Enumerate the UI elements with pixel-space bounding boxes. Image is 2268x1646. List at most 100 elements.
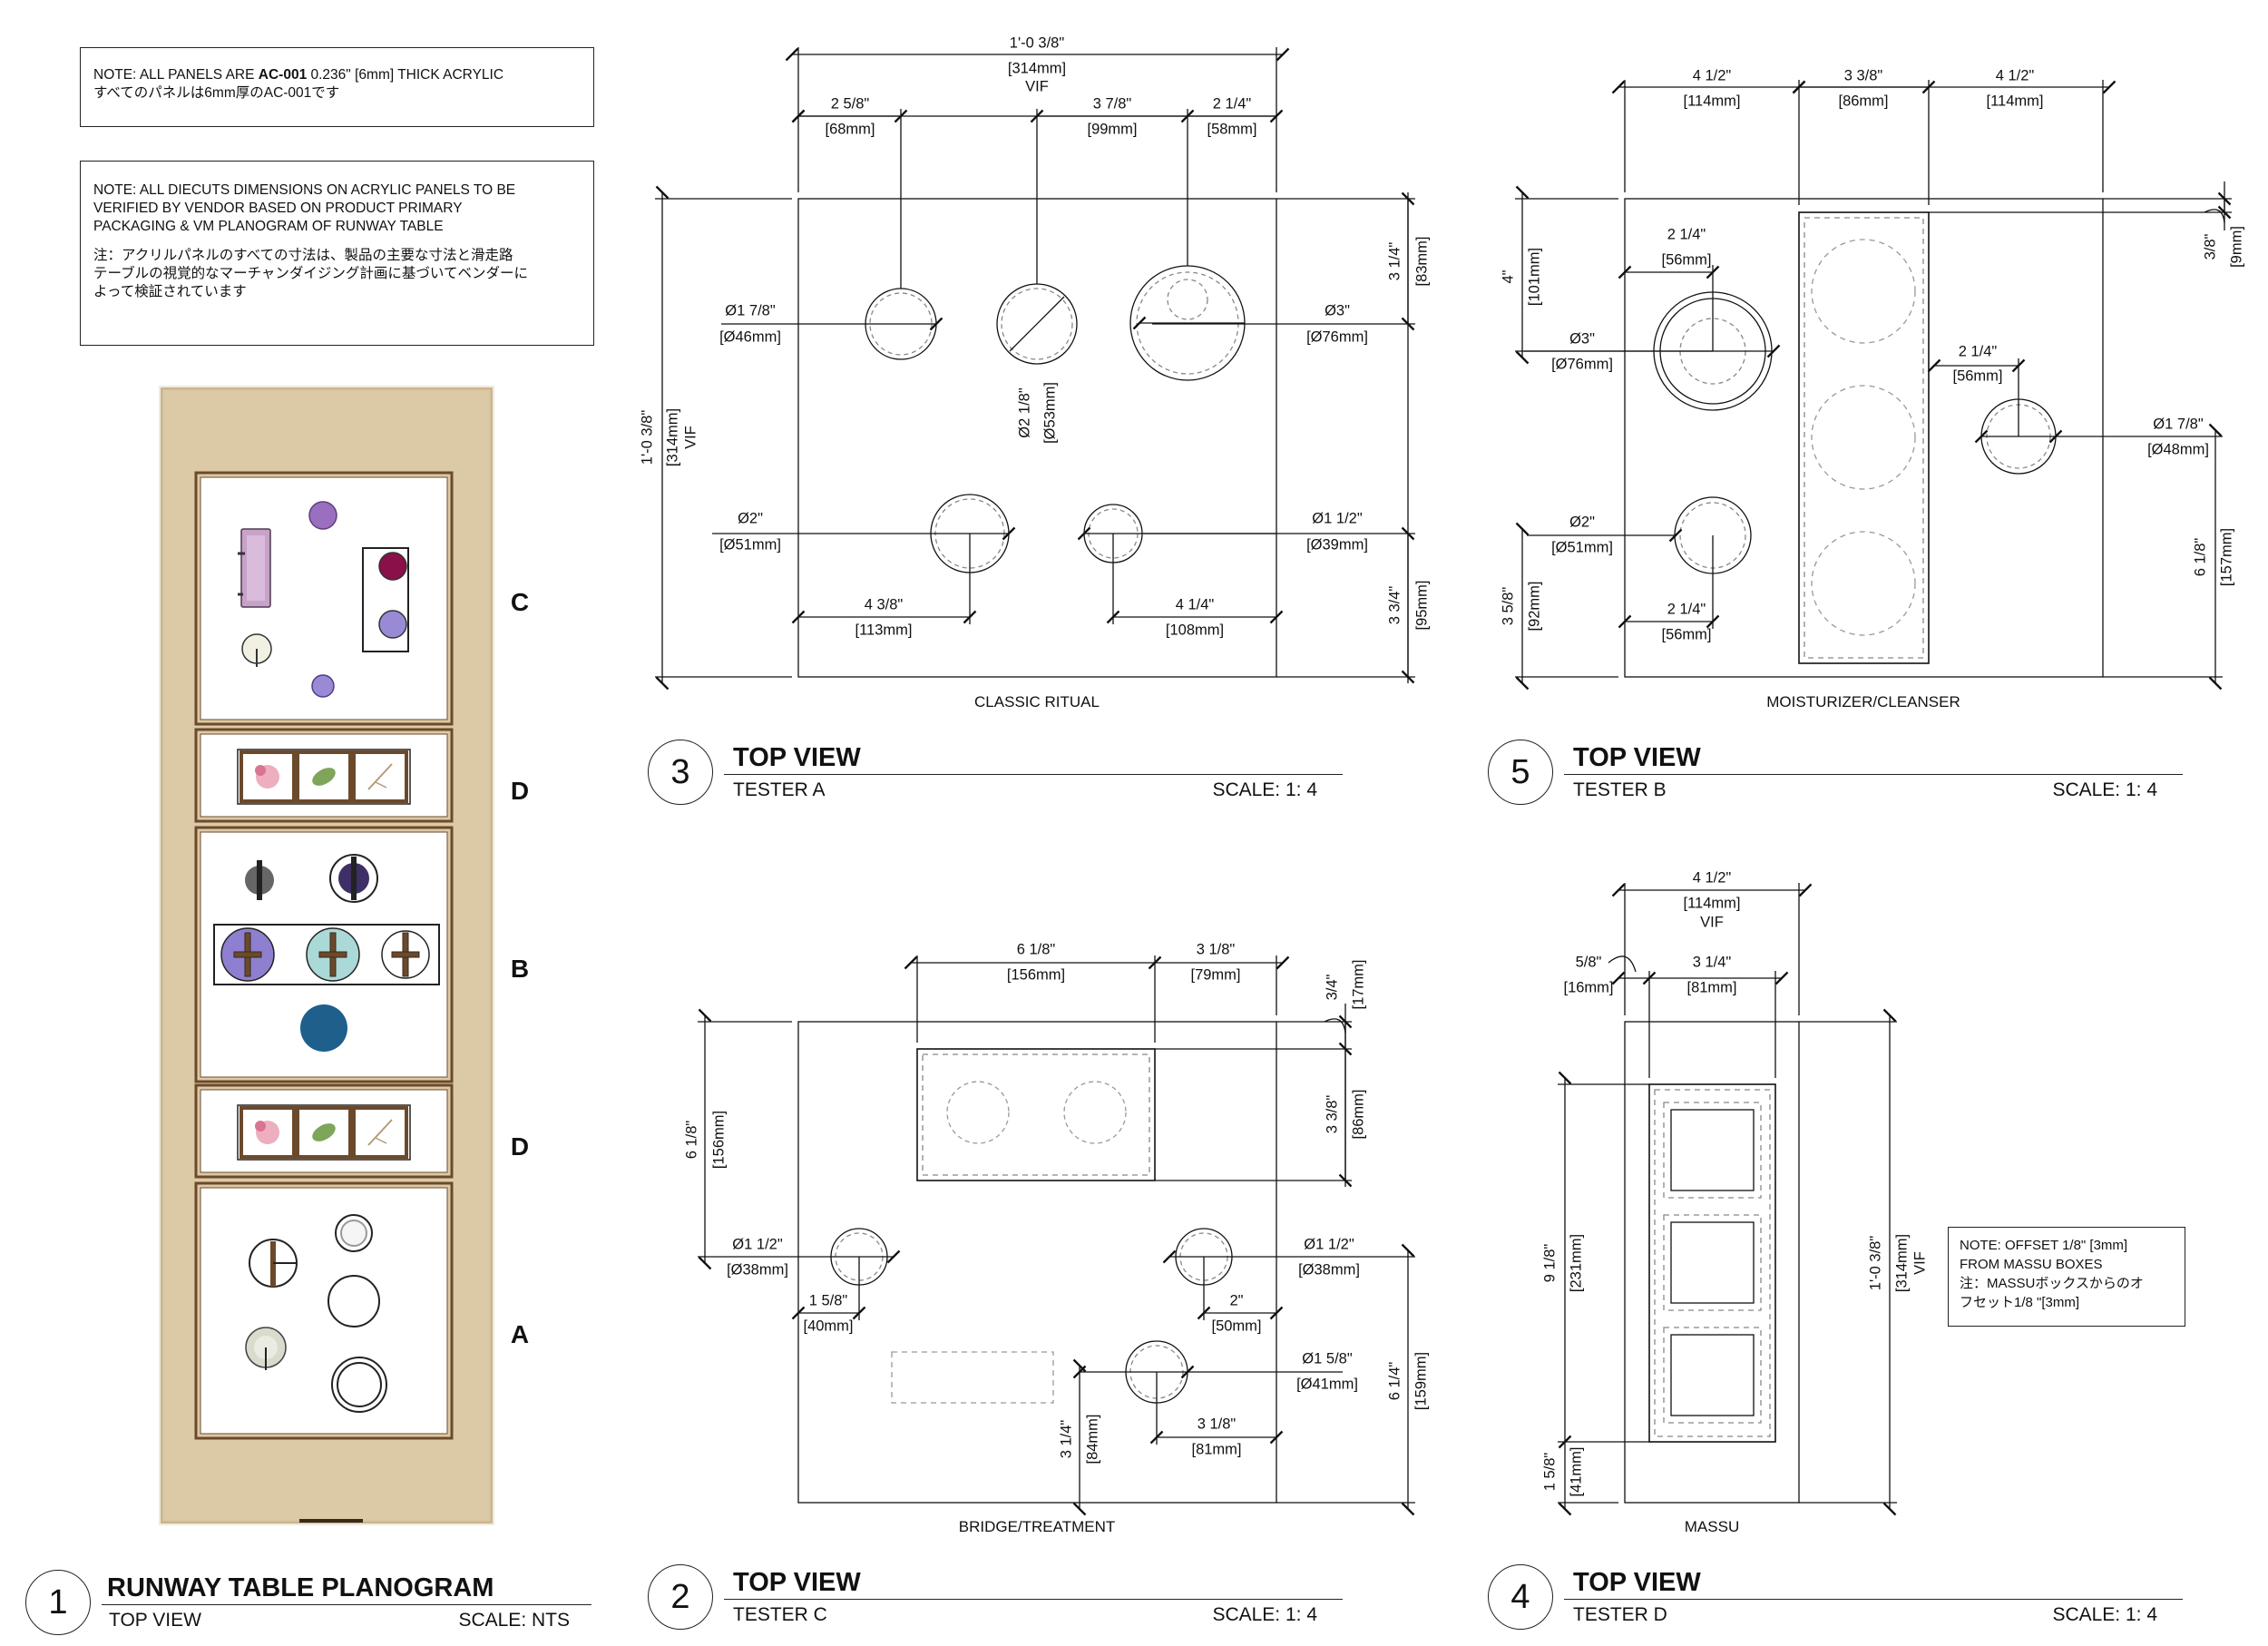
tester-d-panel <box>1624 1021 1800 1504</box>
dim-label: [83mm] <box>1413 236 1431 287</box>
note-diecuts-jp3: よって検証されています <box>93 284 247 299</box>
dim-label: 2" <box>1229 1292 1244 1309</box>
dim-label: [Ø76mm] <box>1306 328 1368 346</box>
dim-label: 6 1/8" <box>1016 941 1056 958</box>
dim-label: [84mm] <box>1084 1414 1101 1465</box>
view-title: TOP VIEW <box>1573 743 1701 772</box>
dim-label: 2 1/4" <box>1958 343 1998 360</box>
dim-label: VIF <box>1700 914 1724 931</box>
dim-label: Ø1 5/8" <box>1302 1350 1353 1367</box>
dim-label: [Ø41mm] <box>1296 1376 1358 1393</box>
note-massu-l1: NOTE: OFFSET 1/8" [3mm] <box>1960 1238 2128 1253</box>
dim-label: [Ø46mm] <box>719 328 781 346</box>
dim-label: [95mm] <box>1413 580 1431 631</box>
caption-tester-a: CLASSIC RITUAL <box>974 693 1100 710</box>
dim-label: Ø3" <box>1569 330 1595 348</box>
note-panels-acrylic: NOTE: ALL PANELS ARE AC-001 0.236" [6mm]… <box>80 47 594 127</box>
dim-label: [17mm] <box>1350 959 1367 1010</box>
dim-label: 6 1/4" <box>1386 1361 1403 1401</box>
dim-label: 4 1/2" <box>1692 67 1732 84</box>
dim-label: VIF <box>682 426 699 449</box>
dim-label: [Ø76mm] <box>1551 356 1613 373</box>
dim-label: 2 1/4" <box>1212 95 1252 113</box>
dim-label: [101mm] <box>1526 247 1543 307</box>
dim-label: Ø1 7/8" <box>2153 416 2204 433</box>
view-scale: SCALE: 1: 4 <box>1212 779 1317 800</box>
tester-a-drawing <box>655 47 1415 691</box>
dim-label: [40mm] <box>803 1318 854 1335</box>
dim-label: [Ø51mm] <box>719 536 781 554</box>
panel-d-bottom <box>194 1083 454 1179</box>
row-letter-b: B <box>510 955 530 983</box>
caption-tester-d: MASSU <box>1684 1518 1740 1535</box>
view-subtitle: TOP VIEW <box>109 1610 201 1631</box>
dim-label: [99mm] <box>1087 121 1138 138</box>
dim-label: [81mm] <box>1686 979 1737 996</box>
tester-b-drawing <box>1515 80 2232 691</box>
note-panels-line2: すべてのパネルは6mm厚のAC-001です <box>93 85 340 101</box>
view-subtitle: TESTER A <box>733 779 826 800</box>
note-diecuts-en1: NOTE: ALL DIECUTS DIMENSIONS ON ACRYLIC … <box>93 182 516 198</box>
dim-label: [156mm] <box>710 1110 728 1170</box>
dim-label: [Ø39mm] <box>1306 536 1368 554</box>
note-massu-l2: FROM MASSU BOXES <box>1960 1257 2103 1272</box>
view-subtitle: TESTER C <box>733 1604 827 1625</box>
dim-label: [56mm] <box>1952 367 2003 385</box>
tester-b-panel <box>1624 198 2104 678</box>
view-scale: SCALE: 1: 4 <box>2052 779 2157 800</box>
dim-label: [Ø38mm] <box>727 1261 788 1279</box>
dim-label: 3 1/4" <box>1692 954 1732 971</box>
dim-label: 2 5/8" <box>830 95 870 113</box>
dim-label: 3 1/4" <box>1386 241 1403 281</box>
dim-label: [114mm] <box>1683 93 1741 110</box>
row-letter-a: A <box>510 1320 530 1348</box>
dim-label: [231mm] <box>1568 1233 1585 1293</box>
panel-a <box>194 1181 454 1440</box>
dim-label: [314mm] <box>1893 1233 1911 1293</box>
dim-label: [86mm] <box>1838 93 1889 110</box>
note-panels-prefix: NOTE: ALL PANELS ARE <box>93 67 259 83</box>
note-diecuts: NOTE: ALL DIECUTS DIMENSIONS ON ACRYLIC … <box>80 161 594 346</box>
title-block-4: 4 TOP VIEW TESTER D SCALE: 1: 4 <box>1488 1564 2183 1637</box>
dim-label: 3 3/8" <box>1843 67 1883 84</box>
dim-label: [314mm] <box>1007 60 1067 77</box>
dim-label: 9 1/8" <box>1541 1243 1559 1283</box>
dim-label: 3 7/8" <box>1092 95 1132 113</box>
note-massu-l3: 注：MASSUボックスからのオ <box>1960 1276 2144 1291</box>
dim-label: Ø1 7/8" <box>725 302 776 319</box>
dim-label: 3 3/8" <box>1324 1094 1341 1134</box>
dim-label: 2 1/4" <box>1667 226 1706 243</box>
dim-label: [108mm] <box>1165 622 1225 639</box>
dim-label: [159mm] <box>1413 1351 1430 1411</box>
view-number: 3 <box>648 740 713 805</box>
dim-label: [68mm] <box>825 121 875 138</box>
view-number: 2 <box>648 1564 713 1630</box>
dim-label: [41mm] <box>1568 1446 1585 1497</box>
tester-c-drawing <box>698 955 1415 1516</box>
dim-label: [Ø38mm] <box>1298 1261 1360 1279</box>
dim-label: 1'-0 3/8" <box>1009 34 1065 52</box>
caption-tester-c: BRIDGE/TREATMENT <box>958 1518 1116 1535</box>
view-scale: SCALE: 1: 4 <box>1212 1604 1317 1625</box>
dim-label: 4 1/2" <box>1692 869 1732 887</box>
dim-label: [56mm] <box>1661 251 1712 269</box>
dim-label: [114mm] <box>1683 895 1741 912</box>
dim-label: Ø2" <box>738 510 763 527</box>
dim-label: [113mm] <box>855 622 913 639</box>
dim-label: 5/8" <box>1575 954 1602 971</box>
note-panels-line1: NOTE: ALL PANELS ARE AC-001 0.236" [6mm]… <box>93 66 581 84</box>
note-massu-offset: NOTE: OFFSET 1/8" [3mm] FROM MASSU BOXES… <box>1948 1227 2185 1327</box>
dim-label: 3 1/8" <box>1196 941 1236 958</box>
row-letter-d-top: D <box>510 777 530 805</box>
note-diecuts-jp2: テーブルの視覚的なマーチャンダイジング計画に基づいてベンダーに <box>93 266 528 281</box>
note-diecuts-en3: PACKAGING & VM PLANOGRAM OF RUNWAY TABLE <box>93 219 444 234</box>
view-number: 5 <box>1488 740 1553 805</box>
dim-label: 4 1/2" <box>1995 67 2035 84</box>
dim-label: Ø2 1/8" <box>1016 387 1033 438</box>
panel-d-top <box>194 728 454 823</box>
dim-label: Ø1 1/2" <box>732 1236 783 1253</box>
dim-label: [50mm] <box>1211 1318 1262 1335</box>
dim-label: 3 5/8" <box>1500 586 1517 626</box>
